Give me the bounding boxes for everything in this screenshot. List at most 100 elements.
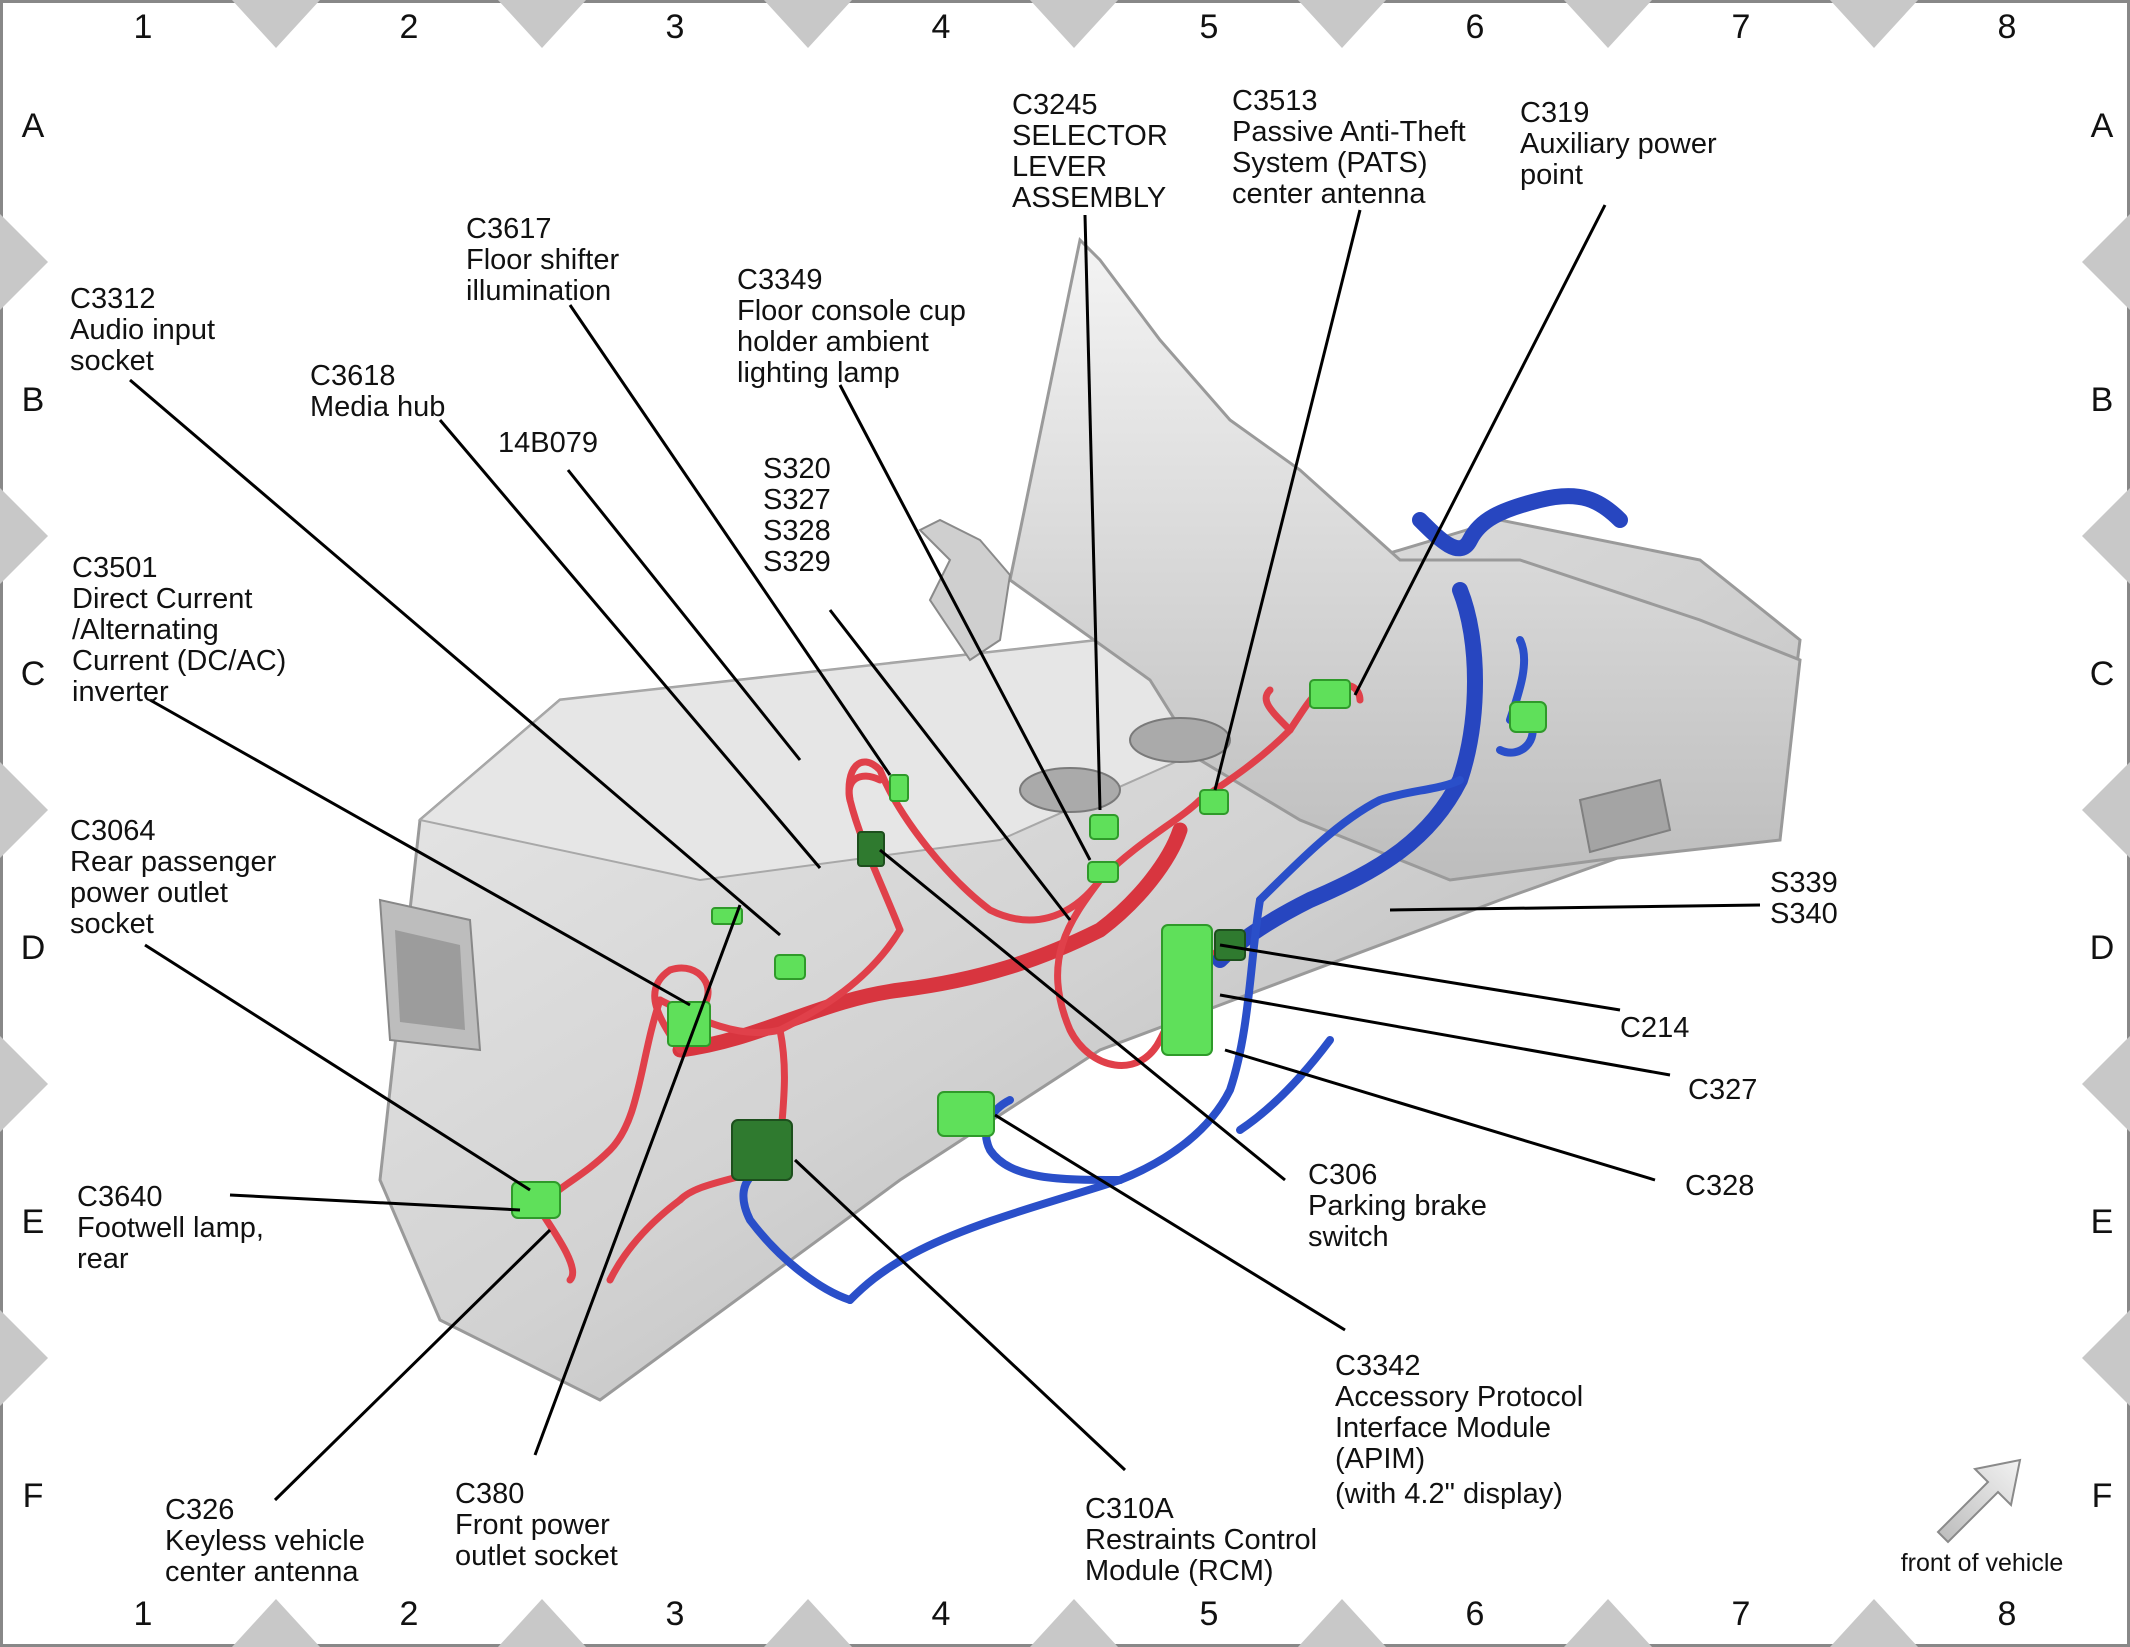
wire-harness-blue xyxy=(739,488,1628,1304)
grid-column-bottom-2: 2 xyxy=(400,1595,419,1633)
callout-line: C3640 xyxy=(77,1181,162,1213)
callout-line: System (PATS) xyxy=(1232,147,1428,179)
grid-row-right-A: A xyxy=(2091,107,2114,145)
border-diamond xyxy=(1030,0,1118,48)
callout-line: rear xyxy=(77,1243,129,1275)
border-diamond xyxy=(764,0,852,48)
grid-row-right-C: C xyxy=(2090,655,2115,693)
border-diamond xyxy=(1830,1599,1918,1647)
border-diamond xyxy=(0,214,48,310)
callout-line: outlet socket xyxy=(455,1540,618,1572)
callout-line: C3501 xyxy=(72,552,157,584)
callout-line: Audio input xyxy=(70,314,215,346)
callout-line: S329 xyxy=(763,546,831,578)
callout-line: C3513 xyxy=(1232,85,1317,117)
callout-line: S328 xyxy=(763,515,831,547)
callout-line: Keyless vehicle xyxy=(165,1525,365,1557)
border-diamond xyxy=(0,488,48,584)
connectors xyxy=(511,679,1547,1219)
leader-lines xyxy=(129,204,1761,1502)
callout-line: inverter xyxy=(72,676,169,708)
callout-line: C380 xyxy=(455,1478,524,1510)
grid-row-right-B: B xyxy=(2091,381,2114,419)
callout-line: C3617 xyxy=(466,213,551,245)
grid-column-top-6: 6 xyxy=(1466,8,1485,46)
arrow-up-right-icon xyxy=(1936,1458,2022,1544)
border-diamond xyxy=(2082,1310,2130,1406)
grid-column-bottom-7: 7 xyxy=(1732,1595,1751,1633)
callout-line: Accessory Protocol xyxy=(1335,1381,1583,1413)
grid-column-bottom-6: 6 xyxy=(1466,1595,1485,1633)
callout-line: LEVER xyxy=(1012,151,1107,183)
callout-line: lighting lamp xyxy=(737,357,900,389)
grid-column-top-2: 2 xyxy=(400,8,419,46)
callout-line: C3245 xyxy=(1012,89,1097,121)
callout-line: Rear passenger xyxy=(70,846,277,878)
grid-column-top-3: 3 xyxy=(666,8,685,46)
callout-line: SELECTOR xyxy=(1012,120,1168,152)
callout-line: S327 xyxy=(763,484,831,516)
callout-line: C3349 xyxy=(737,264,822,296)
callout-line: Front power xyxy=(455,1509,610,1541)
border-diamond xyxy=(2082,1036,2130,1132)
grid-column-bottom-5: 5 xyxy=(1200,1595,1219,1633)
callout-line: S320 xyxy=(763,453,831,485)
callout-line: C3618 xyxy=(310,360,395,392)
callout-line: socket xyxy=(70,908,154,940)
border-diamond xyxy=(0,762,48,858)
grid-column-top-1: 1 xyxy=(134,8,153,46)
callout-c327: C327 xyxy=(1688,1074,1757,1106)
grid-column-top-7: 7 xyxy=(1732,8,1751,46)
border-diamond xyxy=(1830,0,1918,48)
callout-line: Media hub xyxy=(310,391,445,423)
border-diamond xyxy=(764,1599,852,1647)
callout-line: Passive Anti-Theft xyxy=(1232,116,1466,148)
border-diamond xyxy=(1564,1599,1652,1647)
border-diamond xyxy=(1030,1599,1118,1647)
grid-row-left-D: D xyxy=(21,929,46,967)
callout-line: C3064 xyxy=(70,815,155,847)
border-diamond xyxy=(2082,762,2130,858)
callout-line: Parking brake xyxy=(1308,1190,1487,1222)
grid-column-top-4: 4 xyxy=(932,8,951,46)
callout-line: C3342 xyxy=(1335,1350,1420,1382)
border-diamond xyxy=(232,0,320,48)
callout-line: point xyxy=(1520,159,1583,191)
callout-line: C328 xyxy=(1685,1170,1754,1202)
callout-line: illumination xyxy=(466,275,611,307)
callout-line: holder ambient xyxy=(737,326,929,358)
border-diamond xyxy=(498,0,586,48)
grid-row-right-F: F xyxy=(2092,1477,2113,1515)
callout-line: C214 xyxy=(1620,1012,1689,1044)
grid-row-right-D: D xyxy=(2090,929,2115,967)
callout-line: power outlet xyxy=(70,877,228,909)
callout-line: Current (DC/AC) xyxy=(72,645,286,677)
callout-line: (APIM) xyxy=(1335,1443,1425,1475)
border-diamond xyxy=(1298,0,1386,48)
border-diamond xyxy=(232,1599,320,1647)
callout-line: C319 xyxy=(1520,97,1589,129)
front-of-vehicle-label: front of vehicle xyxy=(1901,1549,2064,1577)
grid-row-left-E: E xyxy=(22,1203,45,1241)
callout-line: Restraints Control xyxy=(1085,1524,1317,1556)
callout-line: Floor console cup xyxy=(737,295,966,327)
callout-line: Floor shifter xyxy=(466,244,619,276)
grid-column-top-5: 5 xyxy=(1200,8,1219,46)
callout-line: Footwell lamp, xyxy=(77,1212,264,1244)
